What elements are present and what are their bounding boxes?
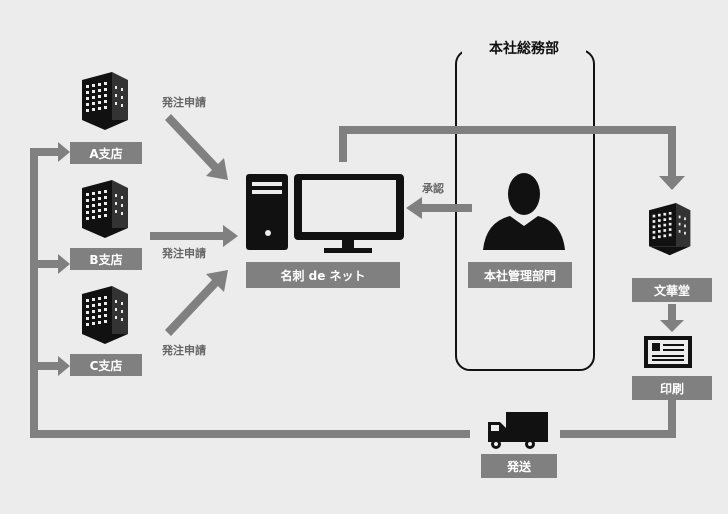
printer-building-icon xyxy=(649,203,691,256)
admin-label: 本社管理部門 xyxy=(468,262,572,288)
return-line xyxy=(30,142,676,438)
person-silhouette-icon xyxy=(483,173,565,250)
hq-title: 本社総務部 xyxy=(462,38,586,60)
desktop-computer-icon xyxy=(246,174,404,253)
branch-a-label: A支店 xyxy=(70,142,142,164)
branch-c-building-icon xyxy=(82,286,128,344)
ship-label: 発送 xyxy=(481,454,557,478)
approval-arrow xyxy=(406,197,472,219)
branch-b-label: B支店 xyxy=(70,248,142,270)
print-label: 印刷 xyxy=(632,376,712,400)
request-label-3: 発注申請 xyxy=(162,344,206,357)
business-card-icon xyxy=(644,336,692,368)
request-label-2: 発注申請 xyxy=(162,247,206,260)
print-arrow xyxy=(660,304,684,332)
printer-label: 文華堂 xyxy=(632,278,712,302)
order-route xyxy=(339,126,685,190)
system-label: 名刺 de ネット xyxy=(246,262,400,288)
request-arrows xyxy=(150,114,238,336)
branch-b-building-icon xyxy=(82,180,128,238)
branch-a-building-icon xyxy=(82,72,128,130)
delivery-truck-icon xyxy=(488,412,548,449)
request-label-1: 発注申請 xyxy=(162,96,206,109)
approval-label: 承認 xyxy=(422,182,444,195)
branch-c-label: C支店 xyxy=(70,354,142,376)
